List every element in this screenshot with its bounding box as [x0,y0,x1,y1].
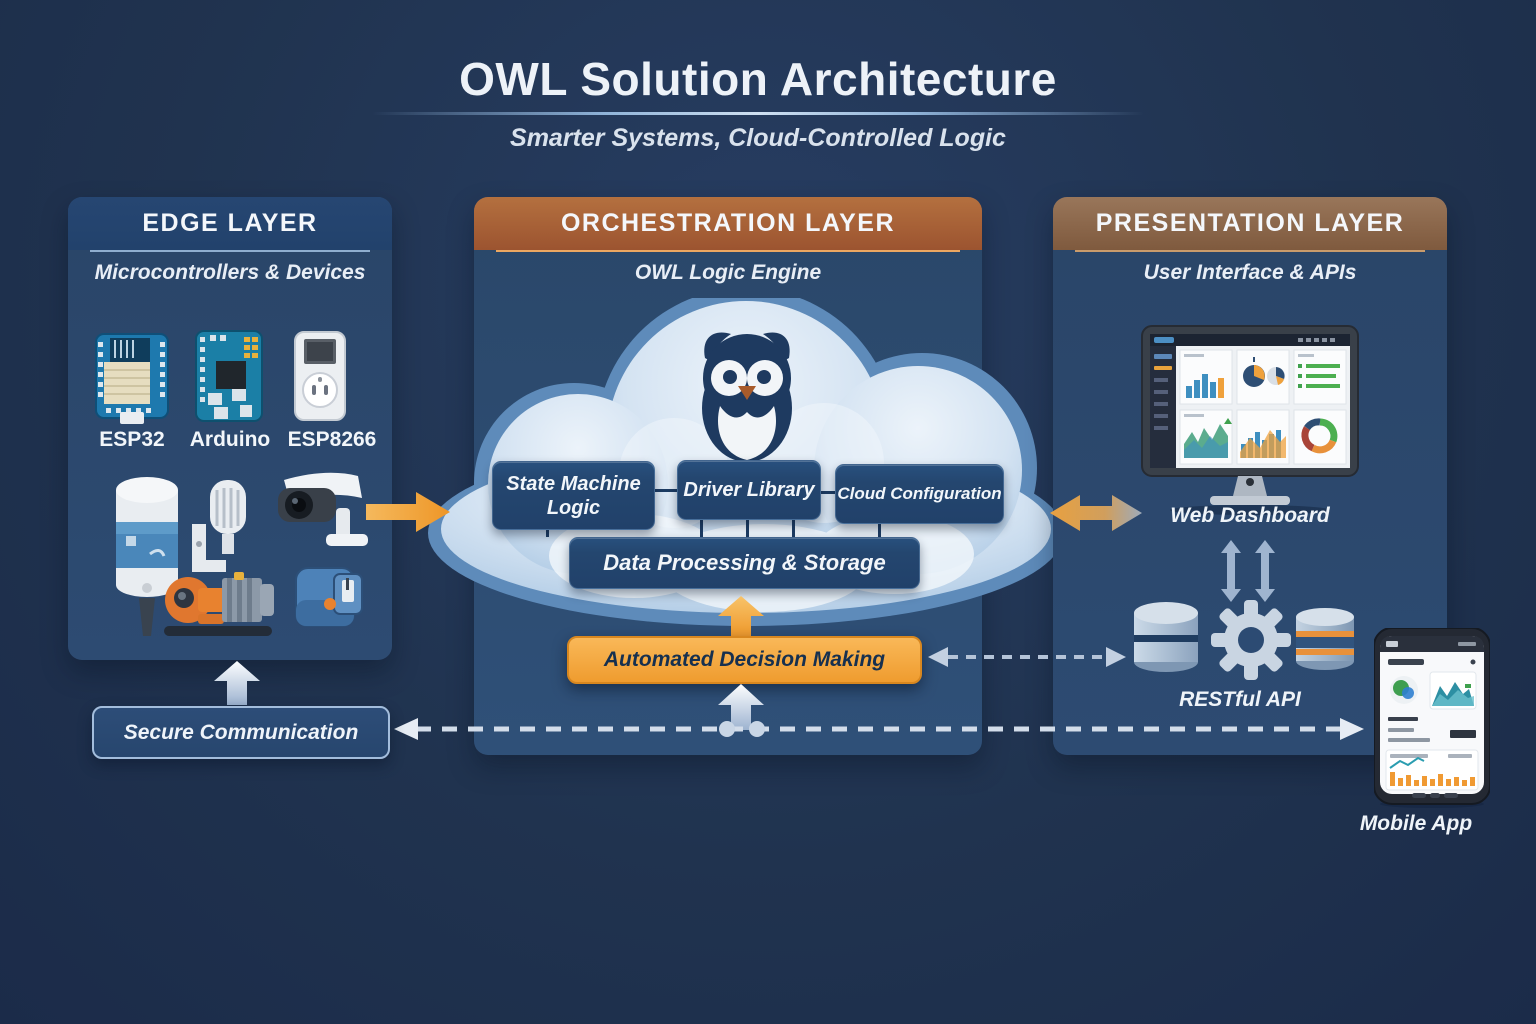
orchestration-layer-subtitle: OWL Logic Engine [634,261,822,284]
device-label-esp32: ESP32 [99,428,165,451]
web-dashboard-label: Web Dashboard [1170,504,1330,527]
restful-api-label: RESTful API [1179,688,1301,711]
presentation-layer-title: PRESENTATION LAYER [1095,209,1405,237]
gear-icon [1211,600,1291,680]
edge-layer-subtitle: Microcontrollers & Devices [94,261,366,284]
communication-bus-dashed-icon [394,718,1364,740]
security-camera-icon [278,472,368,546]
database-icon [1134,602,1198,672]
actuator-icon [295,567,363,627]
connector-line [746,518,749,537]
secure-communication-box: Secure Communication [92,706,390,759]
module-state-machine-logic: State Machine Logic [492,461,655,530]
arrow-cloud-presentation-icon [1050,495,1142,531]
orchestration-layer-header: ORCHESTRATION LAYER [474,197,982,250]
connector-line [792,518,795,537]
page-subtitle: Smarter Systems, Cloud-Controlled Logic [510,124,1006,152]
arrow-decision-api-dashed-icon [928,647,1126,667]
microphone-icon [192,480,246,572]
connector-line [700,518,703,537]
smartphone-icon [1374,628,1490,808]
arrow-up-orange-icon [718,596,764,638]
smart-plug-icon [294,331,346,421]
esp32-board-icon [95,333,169,424]
presentation-layer-subtitle: User Interface & APIs [1143,261,1357,284]
module-driver-library: Driver Library [677,460,821,520]
presentation-header-divider [1075,250,1425,252]
edge-header-divider [90,250,370,252]
dashboard-monitor-icon [1141,325,1359,515]
connector-line [546,528,549,537]
edge-layer-title: EDGE LAYER [142,209,318,237]
motor-icon [164,572,274,636]
connector-line [819,491,835,494]
owl-icon [702,332,792,462]
connector-line [653,489,677,492]
decision-box: Automated Decision Making [567,636,922,684]
arrow-up-light-icon [718,684,764,730]
connector-line [878,522,881,537]
title-divider [372,112,1144,115]
presentation-layer-header: PRESENTATION LAYER [1053,197,1447,250]
arrow-up-secure-icon [214,661,260,705]
edge-layer-header: EDGE LAYER [68,197,392,250]
device-label-esp8266: ESP8266 [287,428,377,451]
sensor-icon [116,477,178,636]
database-orange-icon [1296,608,1354,670]
orchestration-layer-title: ORCHESTRATION LAYER [560,209,896,237]
page-title: OWL Solution Architecture [459,53,1057,105]
arduino-board-icon [195,330,263,422]
orchestration-header-divider [496,250,960,252]
mobile-app-label: Mobile App [1359,812,1473,835]
device-label-arduino: Arduino [189,428,271,451]
arrow-vertical-double-icon [1221,540,1241,602]
arrow-edge-to-cloud-icon [366,492,450,532]
module-data-processing-storage: Data Processing & Storage [569,537,920,589]
module-cloud-configuration: Cloud Configuration [835,464,1004,524]
arrow-vertical-double-icon [1255,540,1275,602]
